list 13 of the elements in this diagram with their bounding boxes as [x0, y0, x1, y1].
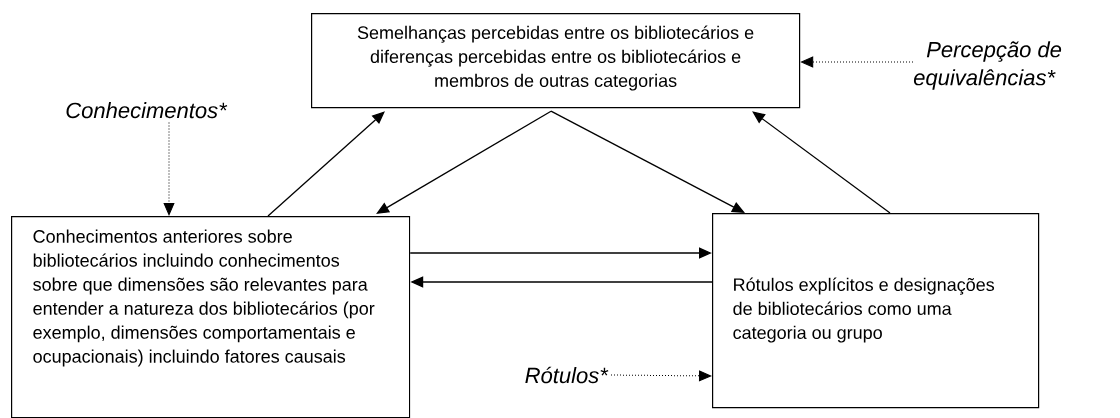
arrow [550, 110, 745, 213]
annotation-label: Percepção de equivalências* [913, 41, 1062, 90]
annotation-label: Rótulos* [525, 366, 609, 384]
dotted-arrow [610, 370, 712, 382]
arrow [267, 111, 385, 217]
text-box: Rótulos explícitos e designações de bibliotecários como uma categoria ou grupo [712, 213, 1040, 409]
dotted-arrow [163, 121, 175, 216]
text-box: Semelhanças percebidas entre os bibliotecários e diferenças percebidas entre os bibliotecários e membros de outras categorias [311, 13, 801, 109]
arrow [752, 111, 891, 214]
arrow [376, 110, 552, 214]
annotation-label: Conhecimentos* [66, 102, 228, 119]
text-box: Conhecimentos anteriores sobre bibliotecários incluindo conhecimentos sobre que dimensões são relevantes para entender a natureza dos bibliotecários (por exemplo, dimensões comportamentais e ocupacionais) incluindo fatores causais [11, 216, 411, 418]
dotted-arrow [801, 56, 914, 68]
